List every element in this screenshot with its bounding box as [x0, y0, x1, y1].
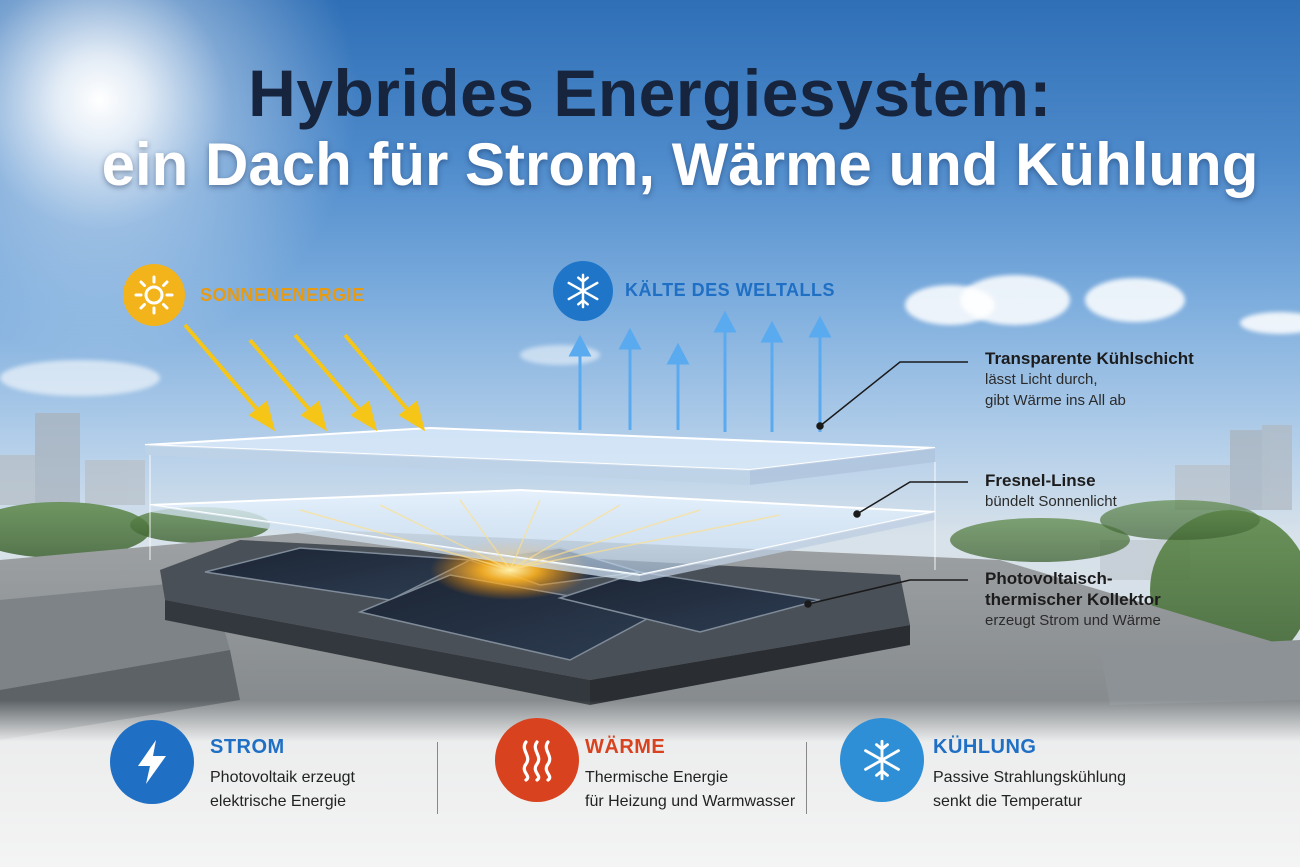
callout-pvt-collector: Photovoltaisch- thermischer Kollektor er… [985, 568, 1161, 631]
sun-icon [123, 264, 185, 326]
feature-strip [0, 700, 1300, 867]
feature-line: senkt die Temperatur [933, 793, 1083, 810]
callout-fresnel-lens: Fresnel-Linse bündelt Sonnenlicht [985, 470, 1117, 512]
concentrated-light-rays [299, 499, 781, 569]
lightning-icon [110, 720, 194, 804]
feature-title-strom: STROM [210, 736, 285, 758]
city-skyline [0, 413, 1292, 580]
heat-waves-icon [495, 718, 579, 802]
cloud [1240, 312, 1300, 334]
callout-title: Photovoltaisch- [985, 569, 1113, 588]
feature-text-kuehlung: Passive Strahlungskühlung senkt die Temp… [933, 766, 1126, 814]
callout-title: Transparente Kühlschicht [985, 349, 1194, 368]
callout-text: erzeugt Strom und Wärme [985, 612, 1161, 629]
title-line-1: Hybrides Energiesystem: [248, 56, 1052, 130]
feature-line: Photovoltaik erzeugt [210, 769, 355, 786]
sun-arrows [183, 323, 426, 432]
feature-line: Passive Strahlungskühlung [933, 769, 1127, 786]
feature-line: für Heizung und Warmwasser [585, 793, 796, 810]
feature-text-strom: Photovoltaik erzeugt elektrische Energie [210, 766, 355, 814]
callout-title: thermischer Kollektor [985, 590, 1161, 609]
callout-leaders [804, 361, 968, 608]
cooling-layer [144, 426, 936, 570]
divider [806, 742, 807, 814]
space-cold-label: KÄLTE DES WELTALLS [625, 280, 835, 300]
divider [437, 742, 438, 814]
callout-title: Fresnel-Linse [985, 471, 1096, 490]
callout-text: lässt Licht durch, [985, 371, 1098, 388]
sun-energy-label: SONNENENERGIE [200, 285, 365, 305]
callout-text: bündelt Sonnenlicht [985, 493, 1117, 510]
feature-text-waerme: Thermische Energie für Heizung und Warmw… [585, 766, 795, 814]
callout-cooling-layer: Transparente Kühlschicht lässt Licht dur… [985, 348, 1194, 411]
snowflake-icon [840, 718, 924, 802]
feature-title-waerme: WÄRME [585, 736, 666, 758]
snowflake-icon [553, 261, 613, 321]
cold-arrows [568, 310, 832, 432]
cloud [960, 275, 1070, 325]
feature-title-kuehlung: KÜHLUNG [933, 736, 1037, 758]
cloud [1085, 278, 1185, 322]
feature-line: Thermische Energie [585, 769, 729, 786]
title-line-2: ein Dach für Strom, Wärme und Kühlung [101, 131, 1259, 198]
callout-text: gibt Wärme ins All ab [985, 392, 1126, 409]
fresnel-lens-layer [149, 488, 936, 582]
cloud [0, 360, 160, 396]
feature-line: elektrische Energie [210, 793, 347, 810]
